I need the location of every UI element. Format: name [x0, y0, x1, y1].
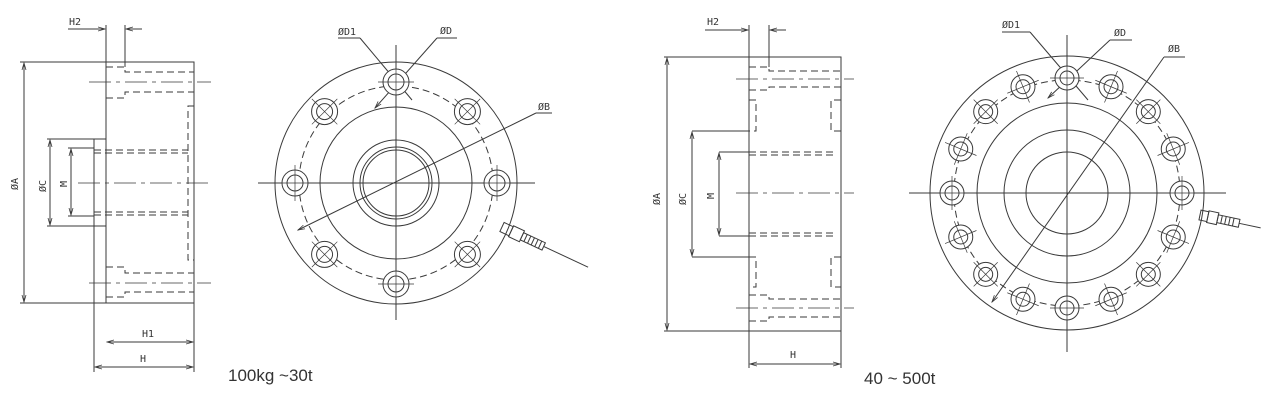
- dim-c-label: ØC: [37, 180, 49, 192]
- bolt-hole: [973, 99, 999, 125]
- bolt-hole: [1135, 99, 1161, 125]
- bottom-bolt-hole-hidden: [89, 266, 211, 298]
- top-bolt-hole-hidden: [89, 66, 211, 99]
- cable-gland: [1198, 209, 1261, 229]
- bolt-hole: [277, 165, 313, 201]
- capacity-range-label-left: 100kg ~30t: [228, 366, 313, 385]
- bolt-hole: [453, 98, 481, 126]
- dim-a-label: ØA: [651, 193, 663, 205]
- dim-m-label: M: [706, 193, 717, 199]
- bolt-hole: [311, 98, 339, 126]
- bolt-hole: [1135, 261, 1161, 287]
- bolt-hole: [1050, 61, 1084, 95]
- dim-h2-label: H2: [69, 17, 81, 28]
- bolt-hole: [1095, 283, 1127, 316]
- bolt-hole: [479, 165, 515, 201]
- dim-d-label: ØD: [440, 25, 452, 37]
- body-outline: [748, 56, 842, 332]
- bottom-bolt-hole-hidden: [736, 294, 854, 322]
- bolt-hole: [944, 133, 977, 165]
- top-bolt-hole-hidden: [736, 66, 854, 91]
- dim-d-label: ØD: [1114, 27, 1126, 39]
- cable-gland: [499, 221, 589, 268]
- right-front-view: ØB ØD1 ØD: [909, 19, 1261, 352]
- bolt-hole: [378, 266, 414, 302]
- dim-h1-label: H1: [142, 329, 154, 340]
- dim-c-label: ØC: [677, 193, 689, 205]
- dim-b-label: ØB: [1168, 43, 1180, 55]
- dim-d1-label: ØD1: [1002, 19, 1020, 31]
- bolt-hole: [1007, 283, 1039, 316]
- bolt-hole: [935, 176, 969, 210]
- dim-b-label: ØB: [538, 101, 550, 113]
- bolt-hole: [378, 64, 414, 100]
- bolt-hole: [1007, 70, 1039, 103]
- dim-h2-label: H2: [707, 17, 719, 28]
- hub-protrusion: [93, 138, 107, 227]
- left-side-view: ØA ØC M H2 H1 H: [9, 17, 211, 372]
- bolt-hole: [973, 261, 999, 287]
- dim-b-leader: [992, 56, 1165, 302]
- capacity-range-label-right: 40 ~ 500t: [864, 369, 936, 388]
- left-front-view: ØB ØD1 ØD: [258, 25, 589, 320]
- center-thread-hidden: [78, 149, 210, 216]
- bolt-hole: [1095, 70, 1127, 103]
- dim-b-leader: [298, 112, 537, 230]
- right-side-view: ØA ØC M H2 H: [651, 17, 854, 368]
- bolt-hole: [1157, 133, 1190, 165]
- bolt-hole: [1050, 291, 1084, 325]
- dim-m-label: M: [59, 181, 70, 187]
- dim-h-label: H: [790, 350, 796, 361]
- bolt-hole: [944, 221, 977, 253]
- bolt-hole: [311, 240, 339, 268]
- dim-d1-label: ØD1: [338, 26, 356, 38]
- bolt-hole: [1157, 221, 1190, 253]
- bolt-hole: [453, 240, 481, 268]
- bolt-hole: [1165, 176, 1199, 210]
- dim-h-label: H: [140, 354, 146, 365]
- center-thread-hidden: [736, 151, 854, 237]
- dim-a-label: ØA: [9, 178, 21, 190]
